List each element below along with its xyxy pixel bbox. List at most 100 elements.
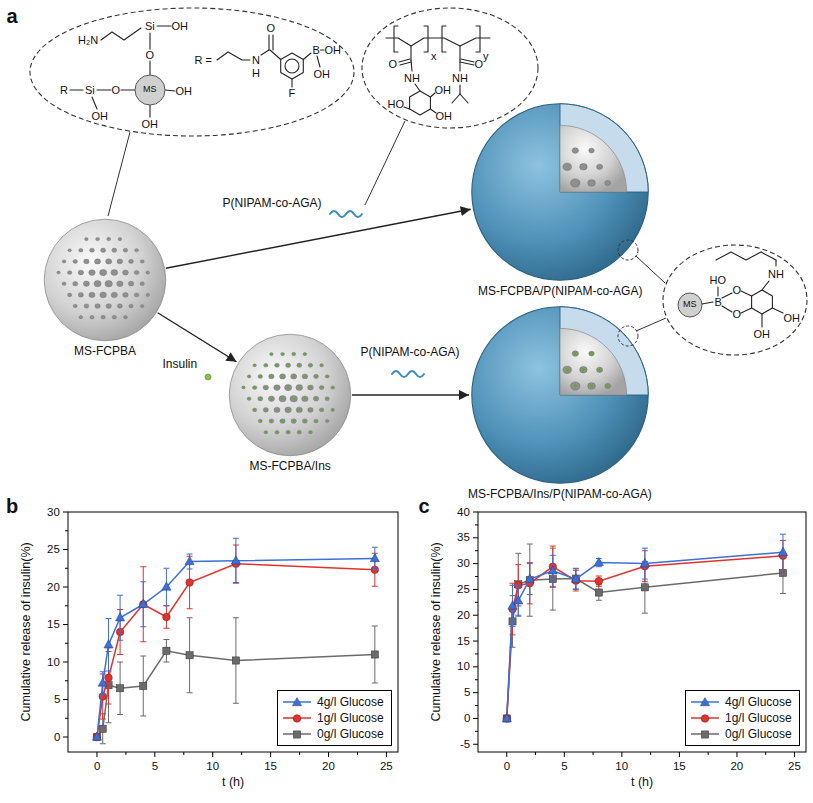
pore <box>325 375 329 378</box>
error-cap <box>187 554 193 555</box>
pore <box>274 385 280 391</box>
insulin-dot <box>321 386 323 388</box>
error-cap <box>187 617 193 618</box>
line-shape <box>149 61 150 75</box>
circle-shape <box>285 59 299 73</box>
insulin-dot <box>309 431 311 433</box>
core-cutaway <box>560 328 627 395</box>
minor-tick <box>241 752 242 755</box>
line-shape <box>365 121 405 205</box>
ellipse-shape <box>663 245 807 355</box>
atom-label: N <box>252 54 260 66</box>
tick-label: 20 <box>322 760 335 773</box>
insulin-dot <box>304 353 306 355</box>
line-shape <box>459 85 460 94</box>
line-shape <box>291 79 292 87</box>
tick-label: 0 <box>54 731 60 744</box>
line-shape <box>317 56 320 67</box>
atom-label: B <box>313 44 320 56</box>
line-shape <box>460 94 468 103</box>
line-shape <box>270 50 281 60</box>
pore <box>247 397 251 400</box>
minor-tick <box>357 752 358 755</box>
insulin-dot <box>287 386 289 388</box>
sphere-node: MS-FCPBA/Ins/P(NIPAM-co-AGA) <box>470 305 650 485</box>
pore <box>252 386 256 390</box>
g-shape <box>70 26 783 327</box>
atom-label: OH <box>92 110 109 122</box>
atom-label: O <box>112 84 121 96</box>
line-shape <box>404 107 410 109</box>
atom-label: F <box>289 87 296 99</box>
insulin-dot <box>298 386 300 388</box>
error-bar <box>529 563 530 604</box>
square-marker <box>140 682 147 689</box>
error-cap <box>527 544 533 545</box>
minor-tick <box>125 752 126 755</box>
legend-text: 4g/l Glucose <box>725 695 792 709</box>
pore <box>117 304 122 308</box>
line-shape <box>775 260 776 266</box>
pore <box>89 292 95 297</box>
pore <box>588 180 596 187</box>
pore <box>314 374 319 378</box>
pore <box>107 237 111 240</box>
error-cap <box>550 610 556 611</box>
particle-label: MS-FCPBA/Ins/P(NIPAM-co-AGA) <box>468 488 652 501</box>
line-shape <box>321 49 325 50</box>
insulin-dot <box>254 409 256 411</box>
pore <box>62 260 66 263</box>
minor-tick <box>65 643 68 644</box>
error-cap <box>550 546 556 547</box>
atom-label: H <box>252 67 260 79</box>
triangle-marker <box>640 559 649 567</box>
pore <box>320 364 324 367</box>
error-cap <box>100 719 106 720</box>
error-cap <box>100 694 106 695</box>
pore <box>68 249 71 252</box>
atom-label: OH <box>325 44 342 56</box>
line-shape <box>762 281 769 290</box>
insulin-dot <box>574 384 577 387</box>
pore <box>296 407 302 412</box>
error-cap <box>573 568 579 569</box>
insulin-dot <box>298 409 300 411</box>
pore <box>605 180 611 185</box>
pore <box>258 374 263 378</box>
insulin-dot <box>326 375 328 377</box>
pore <box>571 179 580 187</box>
minor-tick <box>593 752 594 755</box>
insulin-dot <box>304 420 306 422</box>
error-cap <box>100 743 106 744</box>
line-shape <box>741 291 752 296</box>
error-cap <box>163 628 169 629</box>
panel-letter: a <box>7 5 18 27</box>
pore <box>90 248 95 252</box>
error-cap <box>642 579 648 580</box>
tick-mark <box>96 752 97 757</box>
tick-mark <box>63 699 68 700</box>
atom-label: H₂N <box>78 34 98 46</box>
triangle-marker <box>548 566 557 574</box>
pore <box>106 304 111 309</box>
pore <box>280 419 285 424</box>
error-cap <box>573 568 579 569</box>
pore <box>281 352 285 355</box>
chart-plot <box>63 512 398 757</box>
tick-mark <box>63 737 68 738</box>
line-shape <box>70 89 83 90</box>
insulin-dot <box>248 398 250 400</box>
error-cap <box>642 581 648 582</box>
g-shape <box>30 8 807 355</box>
insulin-dot <box>281 420 283 422</box>
pore <box>62 282 66 285</box>
edge-label: P(NIPAM-co-AGA) <box>223 197 322 210</box>
insulin-dot <box>326 420 328 422</box>
pore <box>247 375 251 378</box>
tick-label: 30 <box>47 506 60 519</box>
legend-text: 0g/l Glucose <box>725 727 792 741</box>
pore <box>106 259 112 264</box>
path-shape <box>476 26 480 52</box>
